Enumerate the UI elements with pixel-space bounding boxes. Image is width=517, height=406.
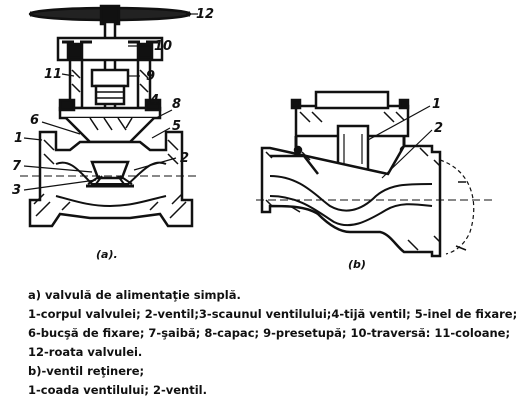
figure-b-leaders	[367, 105, 433, 179]
label-b-2: 2	[434, 121, 443, 136]
legend-line-b-title: b)-ventil reţinere;	[28, 364, 145, 378]
legend-line-a-parts-3: 12-roata valvulei.	[28, 345, 143, 359]
legend-line-b-parts: 1-coada ventilului; 2-ventil.	[28, 383, 207, 397]
label-a-3: 3	[12, 183, 21, 198]
check-valve-body	[260, 144, 442, 258]
figure-b-check-valve	[256, 90, 496, 258]
caption-b: (b)	[348, 258, 366, 271]
bonnet-cover	[58, 98, 162, 144]
packing-gland	[90, 68, 130, 106]
yoke-crossbar	[56, 36, 164, 62]
label-a-8: 8	[172, 97, 181, 112]
label-a-4: 4	[149, 93, 159, 108]
label-a-1: 1	[14, 131, 23, 146]
flange-outline	[439, 159, 475, 255]
hand-wheel	[28, 4, 192, 26]
label-a-11: 11	[44, 67, 62, 82]
legend-line-a-title: a) valvulă de alimentaţie simplă.	[28, 288, 241, 302]
label-a-9: 9	[146, 69, 155, 84]
legend-line-a-parts-2: 6-bucşă de fixare; 7-şaibă; 8-capac; 9-p…	[28, 326, 511, 340]
valve-drawings: 12 10 11 9 4 8 6 5 1 2 7 3 (a).	[12, 4, 496, 271]
legend-text: a) valvulă de alimentaţie simplă. 1-corp…	[28, 286, 517, 400]
label-b-1: 1	[432, 97, 441, 112]
figure-a-globe-valve	[20, 4, 200, 228]
label-a-7: 7	[12, 159, 22, 174]
label-a-6: 6	[30, 113, 39, 128]
legend-line-a-parts-1: 1-corpul valvulei; 2-ventil;3-scaunul ve…	[28, 307, 517, 321]
caption-a: (a).	[96, 248, 118, 261]
label-a-5: 5	[172, 119, 181, 134]
figure-a-leaders	[23, 13, 198, 191]
label-a-12: 12	[196, 7, 214, 22]
label-a-2: 2	[180, 151, 189, 166]
label-a-10: 10	[154, 39, 172, 54]
